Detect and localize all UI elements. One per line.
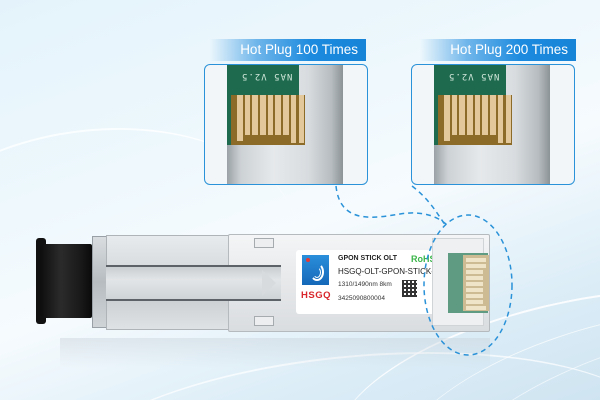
serial-number: 3425090800004 <box>338 295 385 302</box>
hot-plug-100-label: Hot Plug 100 Times <box>210 39 366 61</box>
brand-logo-icon <box>302 255 329 285</box>
module-latch <box>106 265 281 301</box>
pcb-board: NA5 V2.5 <box>227 65 305 145</box>
pcb-board: NA5 V2.5 <box>434 65 512 145</box>
qr-code-icon <box>402 280 417 297</box>
wavelength-distance: 1310/1490nm 8km <box>338 281 392 288</box>
hot-plug-200-label: Hot Plug 200 Times <box>420 39 576 61</box>
pcb-marking: NA5 V2.5 <box>241 71 293 81</box>
dust-cap <box>40 244 92 318</box>
housing-slot <box>254 316 274 326</box>
hot-plug-200-closeup: NA5 V2.5 <box>411 64 575 185</box>
contact-fingers <box>466 258 486 310</box>
model-number: HSGQ-OLT-GPON-STICK-C <box>338 267 436 276</box>
housing-slot <box>254 238 274 248</box>
latch-tip <box>262 270 276 296</box>
hot-plug-100-closeup: NA5 V2.5 <box>204 64 368 185</box>
gold-fingers <box>444 95 511 143</box>
brand-name: HSGQ <box>301 290 331 301</box>
product-label: HSGQ GPON STICK OLT RoHS HSGQ-OLT-GPON-S… <box>296 250 436 314</box>
module-reflection <box>60 338 490 368</box>
pcb-marking: NA5 V2.5 <box>448 71 500 81</box>
gold-fingers <box>237 95 304 143</box>
product-title: GPON STICK OLT <box>338 255 397 262</box>
